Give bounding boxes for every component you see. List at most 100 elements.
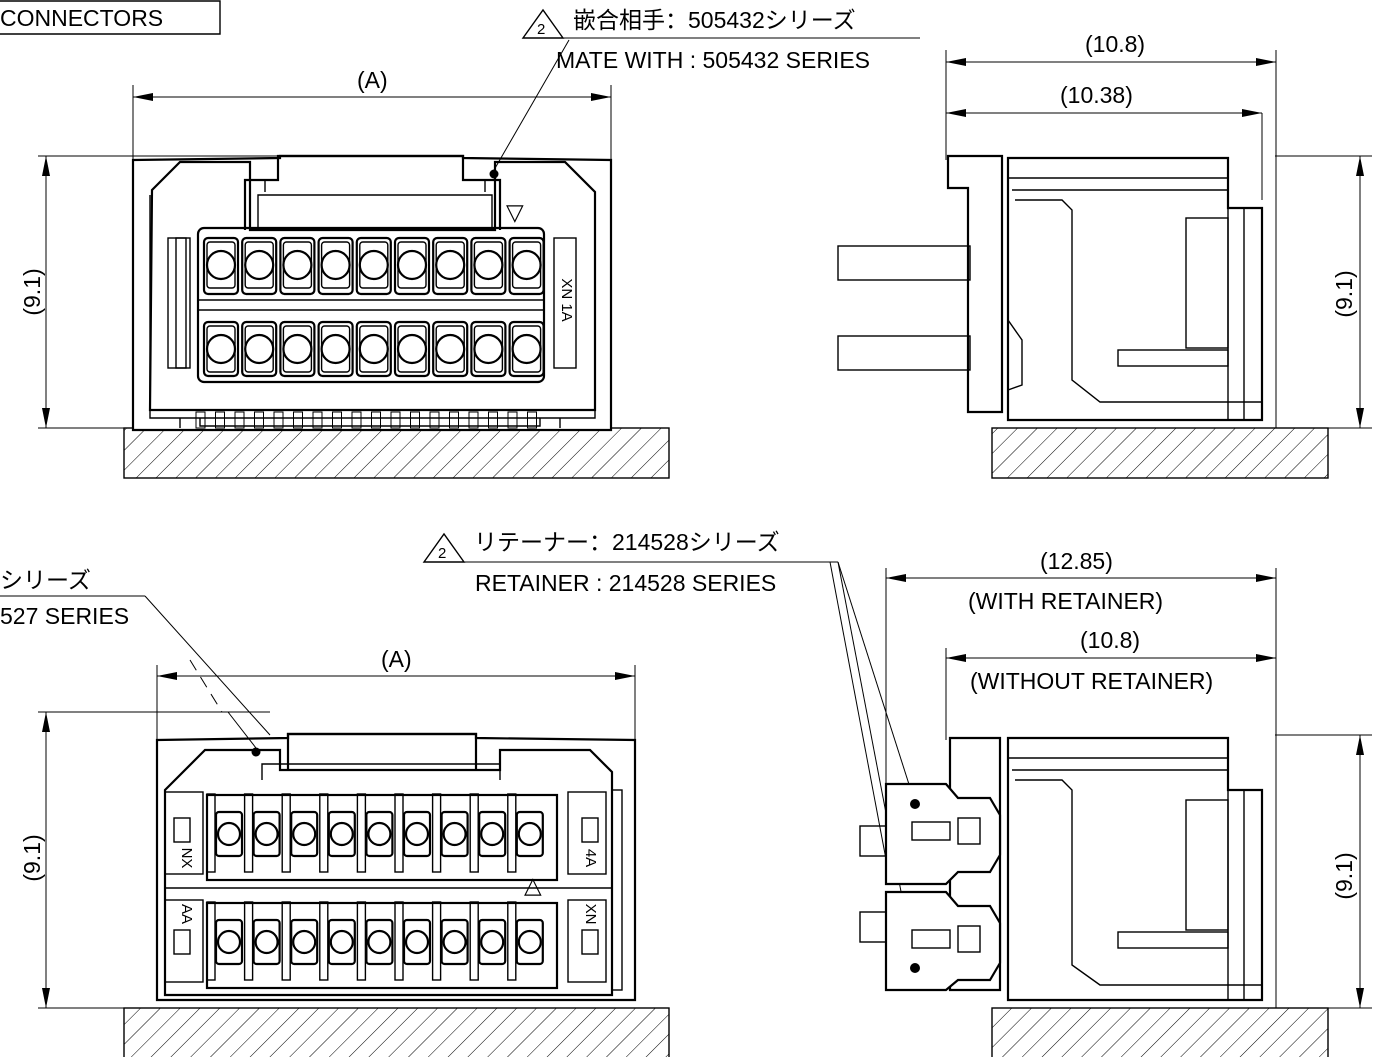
mate-note: 2 嵌合相手：505432シリーズ MATE WITH : 505432 SER…	[493, 7, 920, 171]
contact-b-2-9	[507, 901, 544, 981]
contact-b-1-7	[431, 793, 469, 873]
tail-3	[234, 411, 245, 429]
pcb-hatch-side	[991, 427, 1329, 479]
top-pin-array	[202, 236, 545, 378]
contact-b-2-6	[394, 901, 432, 981]
contact-2-2	[241, 320, 278, 378]
contact-b-1-4	[319, 793, 356, 873]
tail-8	[332, 411, 342, 429]
mate-rev: 2	[537, 21, 545, 38]
retainer-note-en: RETAINER : 214528 SERIES	[475, 570, 776, 596]
series-note: シリーズ 527 SERIES	[0, 567, 271, 749]
contact-1-6	[393, 236, 431, 296]
mate-note-jp: 嵌合相手：505432シリーズ	[573, 7, 856, 33]
polarity-mark-bottom: △	[524, 872, 542, 898]
top-front-view: (A) (9.1) ▽ XN 1A	[19, 67, 670, 479]
tail-15	[468, 411, 479, 429]
bottom-side-view: (12.85) (WITH RETAINER) (10.8) (WITHOUT …	[859, 548, 1372, 1057]
pcb-hatch-bottom	[123, 1007, 670, 1057]
dim-depth-inner-label: (10.38)	[1060, 82, 1133, 108]
dim-with-retainer-label: (12.85)	[1040, 548, 1113, 574]
contact-2-5	[355, 320, 392, 378]
contact-2-1	[202, 320, 240, 378]
label-without-retainer: (WITHOUT RETAINER)	[970, 668, 1213, 694]
side-marking: XN 1A	[558, 278, 575, 321]
pin-mark-bottom-right: XN	[582, 904, 599, 925]
retainer-note: 2 リテーナー：214528シリーズ RETAINER : 214528 SER…	[422, 529, 917, 971]
contact-1-1	[202, 236, 240, 296]
mate-note-en: MATE WITH : 505432 SERIES	[556, 47, 870, 73]
pcb-hatch-bottom-side	[991, 1007, 1329, 1057]
tail-9	[351, 411, 362, 429]
tail-10	[371, 411, 381, 429]
title-box: CONNECTORS	[0, 0, 221, 35]
tail-2	[215, 411, 225, 429]
tail-4	[254, 411, 264, 429]
tail-1	[195, 411, 206, 429]
contact-b-1-9	[507, 793, 544, 873]
contact-b-2-8	[469, 901, 507, 981]
dim-height-left-label: (9.1)	[19, 268, 45, 315]
polarity-mark: ▽	[506, 199, 524, 225]
dim-depth-outer-label: (10.8)	[1085, 31, 1145, 57]
contact-b-2-4	[319, 901, 356, 981]
tail-7	[312, 411, 323, 429]
contact-2-8	[470, 320, 507, 378]
dim-height-right-label: (9.1)	[1331, 270, 1357, 317]
contact-1-8	[470, 236, 507, 296]
top-side-view: (10.8) (10.38) (9.1)	[837, 31, 1372, 479]
contact-2-9	[508, 320, 545, 378]
bottom-pin-array	[206, 793, 544, 981]
contact-2-7	[432, 320, 469, 378]
tail-5	[273, 411, 284, 429]
contact-2-4	[317, 320, 354, 378]
contact-b-1-3	[281, 793, 319, 873]
pin-mark-bottom-left: AA	[178, 904, 195, 924]
contact-2-6	[393, 320, 431, 378]
dim-a-label: (A)	[357, 67, 388, 93]
contact-1-5	[355, 236, 392, 296]
tail-11	[390, 411, 401, 429]
top-tail-array	[195, 411, 537, 429]
contact-b-2-3	[281, 901, 319, 981]
label-with-retainer: (WITH RETAINER)	[968, 588, 1163, 614]
pcb-hatch	[123, 427, 670, 479]
retainer-note-jp: リテーナー：214528シリーズ	[474, 529, 780, 555]
retainer-rev: 2	[438, 545, 446, 562]
revision-triangle-2	[422, 532, 466, 563]
contact-b-1-6	[394, 793, 432, 873]
contact-2-3	[279, 320, 316, 378]
tail-12	[410, 411, 420, 429]
series-note-jp: シリーズ	[0, 567, 91, 593]
dim-height-right-label-bottom: (9.1)	[1331, 852, 1357, 899]
title-text: CONNECTORS	[0, 5, 163, 31]
contact-1-9	[508, 236, 545, 296]
pin-mark-top-right: 4A	[582, 849, 599, 867]
tail-14	[449, 411, 459, 429]
contact-b-2-2	[243, 901, 281, 981]
contact-b-1-1	[206, 793, 244, 873]
contact-b-2-5	[356, 901, 394, 981]
bottom-front-view: (A) (9.1) NX 4A AA XN △	[19, 646, 670, 1057]
contact-b-1-5	[356, 793, 394, 873]
contact-b-2-7	[431, 901, 469, 981]
pin-mark-top-left: NX	[178, 848, 195, 869]
dim-a-label-bottom: (A)	[381, 646, 412, 672]
contact-1-2	[241, 236, 278, 296]
contact-1-3	[279, 236, 316, 296]
contact-1-7	[432, 236, 469, 296]
dim-without-retainer-label: (10.8)	[1080, 627, 1140, 653]
series-note-en: 527 SERIES	[0, 603, 129, 629]
contact-b-1-8	[469, 793, 507, 873]
contact-b-1-2	[243, 793, 281, 873]
tail-13	[429, 411, 440, 429]
tail-6	[293, 411, 303, 429]
contact-b-2-1	[206, 901, 244, 981]
tail-17	[507, 411, 518, 429]
contact-1-4	[317, 236, 354, 296]
tail-16	[488, 411, 498, 429]
dim-height-left-label-bottom: (9.1)	[19, 834, 45, 881]
revision-triangle	[521, 8, 565, 39]
tail-18	[527, 411, 537, 429]
